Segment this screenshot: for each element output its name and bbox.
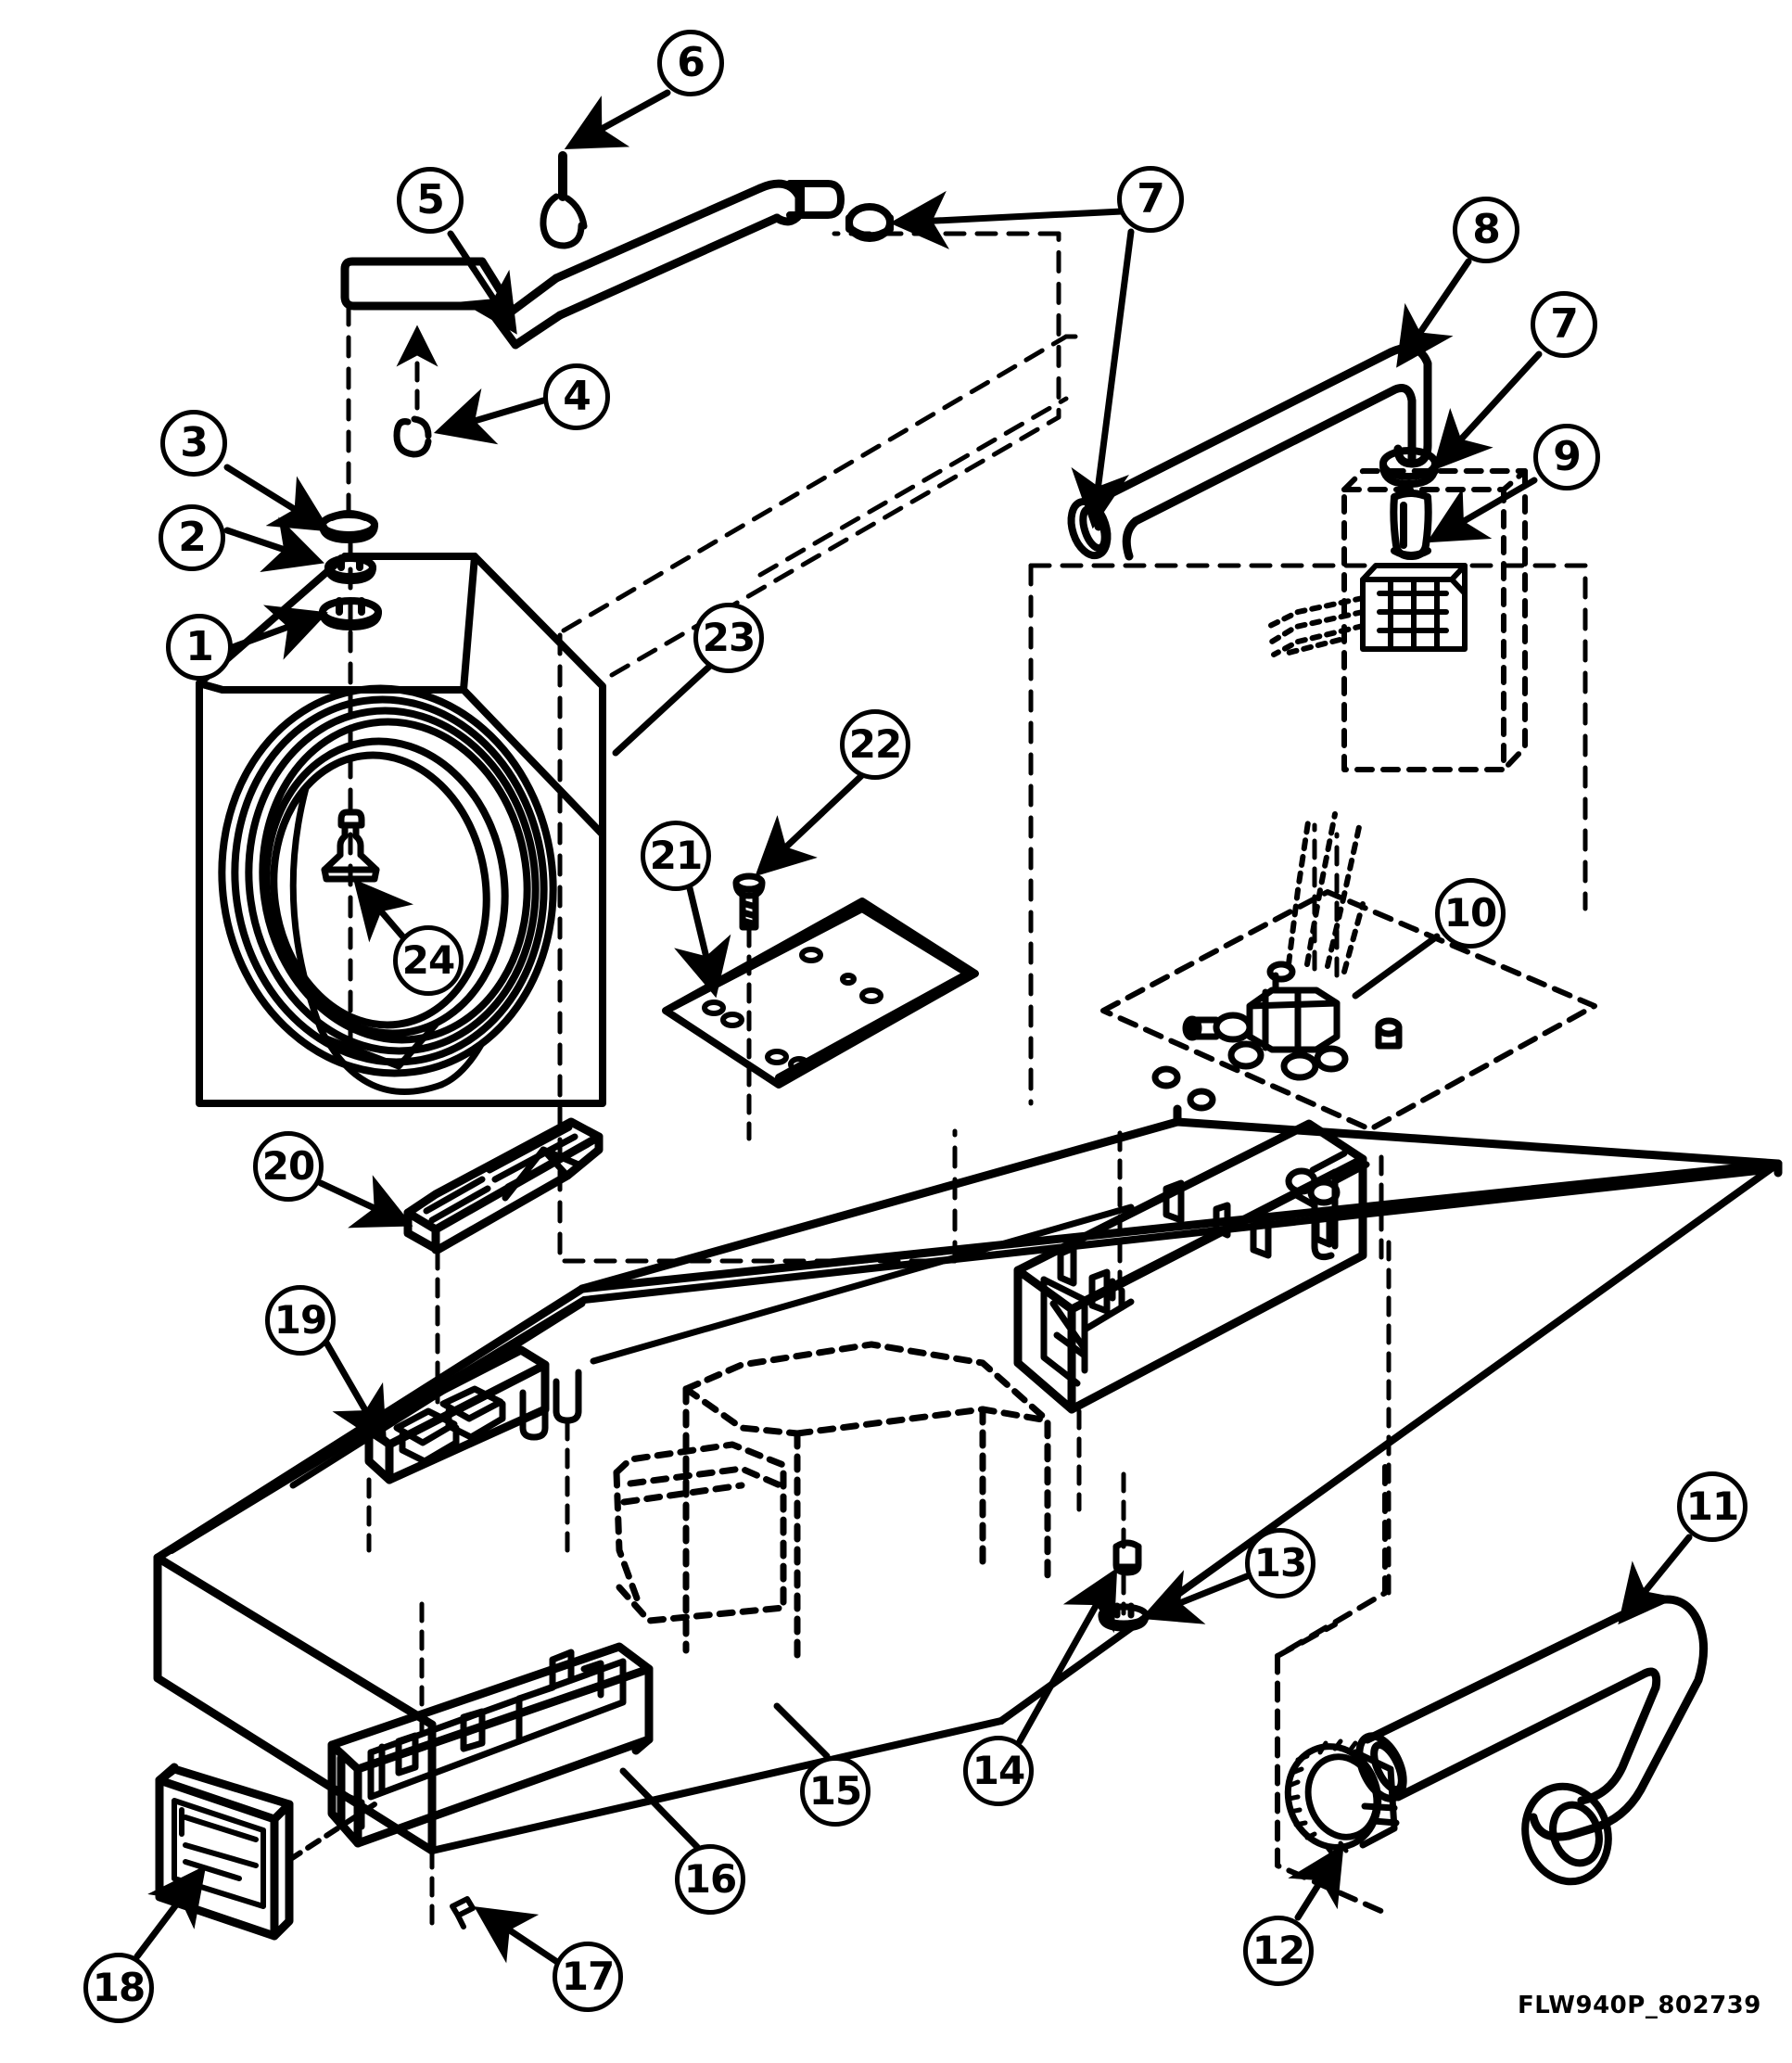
callout-bubble-20[interactable]: 20 bbox=[253, 1131, 324, 1202]
callout-bubble-18[interactable]: 18 bbox=[83, 1953, 154, 2023]
item-16-drawer-rails bbox=[339, 1660, 604, 1830]
item-9-valve-nipple bbox=[1390, 490, 1432, 560]
item-20-tray-slots bbox=[423, 1124, 591, 1229]
cabinet-tub-outline bbox=[613, 1341, 1051, 1663]
drum-boot-inner-fold bbox=[289, 784, 486, 1095]
callout-bubble-21[interactable]: 21 bbox=[641, 821, 711, 891]
item-24-boot-retainer-clip bbox=[321, 809, 380, 883]
item-8-inlet-hose-j-bend bbox=[1093, 343, 1432, 561]
item-10-wire-harness bbox=[1286, 811, 1366, 974]
assembly-centerline-left bbox=[346, 303, 353, 1051]
dispenser-centerline bbox=[1076, 1130, 1392, 1598]
item-5-end-sleeve bbox=[786, 180, 845, 219]
callout-bubble-2[interactable]: 2 bbox=[159, 504, 225, 571]
item-10-pump-screw bbox=[1375, 1017, 1403, 1050]
callout-bubble-24[interactable]: 24 bbox=[393, 925, 464, 996]
item-19-panel-posts bbox=[519, 1369, 582, 1441]
callout-bubble-3[interactable]: 3 bbox=[160, 410, 227, 477]
callout-bubble-17[interactable]: 17 bbox=[553, 1942, 623, 2012]
callout-bubble-9[interactable]: 9 bbox=[1533, 424, 1600, 490]
drawer-centerline-17 bbox=[419, 1601, 435, 1929]
item-6-retaining-pin bbox=[540, 151, 588, 249]
item-10-pump-mount-outline bbox=[1100, 889, 1597, 1132]
item-18-dispenser-drawer-front-panel bbox=[155, 1763, 294, 1941]
callout-bubble-5[interactable]: 5 bbox=[397, 167, 464, 234]
item-18-panel-grip bbox=[172, 1798, 266, 1909]
callout-bubble-16[interactable]: 16 bbox=[675, 1844, 745, 1915]
callout-bubble-1[interactable]: 1 bbox=[166, 614, 233, 681]
item-9-wire-leads bbox=[1267, 595, 1366, 657]
callout-bubble-8[interactable]: 8 bbox=[1453, 197, 1519, 263]
callout-bubble-10[interactable]: 10 bbox=[1435, 878, 1506, 949]
drum-boot-gasket-rings bbox=[218, 684, 557, 1077]
callout-bubble-12[interactable]: 12 bbox=[1243, 1916, 1314, 1986]
panel-to-cabinet-link bbox=[286, 1802, 377, 1863]
item-10-pump-body bbox=[1151, 961, 1349, 1112]
callout-bubble-19[interactable]: 19 bbox=[265, 1285, 336, 1356]
item-17-screw-small bbox=[450, 1896, 476, 1929]
item-22-mounting-screw bbox=[732, 872, 766, 931]
item-16-drawer-interior bbox=[367, 1649, 627, 1801]
item-21-mounting-plate bbox=[662, 898, 979, 1089]
callout-bubble-22[interactable]: 22 bbox=[840, 709, 910, 780]
item-8-hose-open-end bbox=[1067, 497, 1112, 560]
callout-bubble-13[interactable]: 13 bbox=[1245, 1528, 1315, 1598]
upper-dispenser-tabs bbox=[1057, 1179, 1333, 1315]
leader-lines bbox=[133, 89, 1693, 1967]
callout-bubble-7[interactable]: 7 bbox=[1117, 166, 1184, 233]
callout-bubble-11[interactable]: 11 bbox=[1677, 1471, 1748, 1542]
upper-dispenser-housing bbox=[1013, 1119, 1367, 1414]
pump-centerlines bbox=[1312, 822, 1340, 978]
item-3-grommet-top bbox=[319, 510, 378, 543]
callout-bubble-4[interactable]: 4 bbox=[543, 363, 610, 430]
item-19-switch-buttons bbox=[393, 1385, 506, 1465]
callout-bubble-15[interactable]: 15 bbox=[800, 1756, 871, 1827]
item-9-valve-body bbox=[1360, 563, 1468, 652]
item-4-hose-clip-small bbox=[393, 415, 432, 458]
item-11-hose-flared-outlet bbox=[1521, 1782, 1612, 1886]
callout-bubble-7[interactable]: 7 bbox=[1531, 291, 1597, 358]
panel-centerline-19 bbox=[366, 1420, 570, 1560]
item-16-dispenser-drawer-lower bbox=[327, 1642, 654, 1848]
item-14-bushing-mount-upper bbox=[1112, 1539, 1142, 1576]
callout-bubble-6[interactable]: 6 bbox=[657, 30, 724, 96]
callout-bubble-14[interactable]: 14 bbox=[963, 1736, 1034, 1806]
item-21-plate-holes bbox=[702, 947, 883, 1073]
callout-bubble-23[interactable]: 23 bbox=[693, 603, 764, 673]
upper-dispenser-nipples bbox=[1285, 1150, 1370, 1206]
diagram-code-label: FLW940P_802739 bbox=[1518, 1992, 1761, 2019]
